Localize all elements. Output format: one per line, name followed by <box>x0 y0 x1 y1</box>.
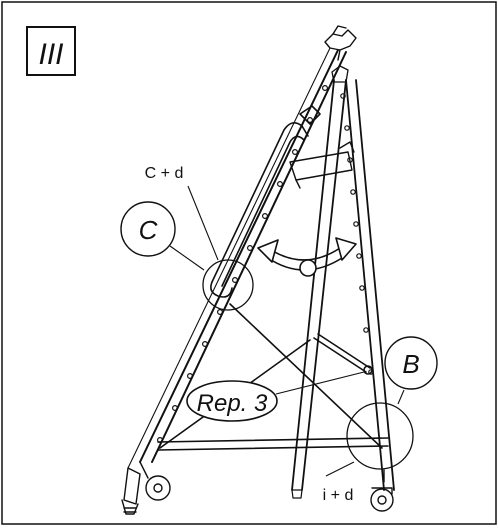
bottom-spreader <box>157 437 389 451</box>
front-wheel <box>121 461 171 515</box>
label-c: C <box>139 215 158 245</box>
detail-circle-b <box>346 402 414 470</box>
label-c-plus-d: C + d <box>145 165 184 182</box>
label-i-plus-d: i + d <box>323 487 354 504</box>
handrail <box>210 105 321 298</box>
callout-c-plus-d: C + d <box>145 165 219 261</box>
callout-b: B <box>346 336 438 470</box>
diagonal-stay <box>313 333 373 375</box>
callout-c: C <box>120 201 254 311</box>
top-platform <box>289 141 355 189</box>
step-label: III <box>38 38 63 71</box>
callout-i-plus-d: i + d <box>323 461 355 504</box>
fold-arrow-icon <box>257 237 357 277</box>
callout-rep-3: Rep. 3 <box>186 371 365 422</box>
step-label-box: III <box>26 26 76 76</box>
rear-wheel <box>370 469 394 512</box>
label-rep-3: Rep. 3 <box>197 390 268 417</box>
ladder-top-head <box>324 25 357 61</box>
detail-circle-c <box>202 259 254 311</box>
label-b: B <box>402 349 419 379</box>
